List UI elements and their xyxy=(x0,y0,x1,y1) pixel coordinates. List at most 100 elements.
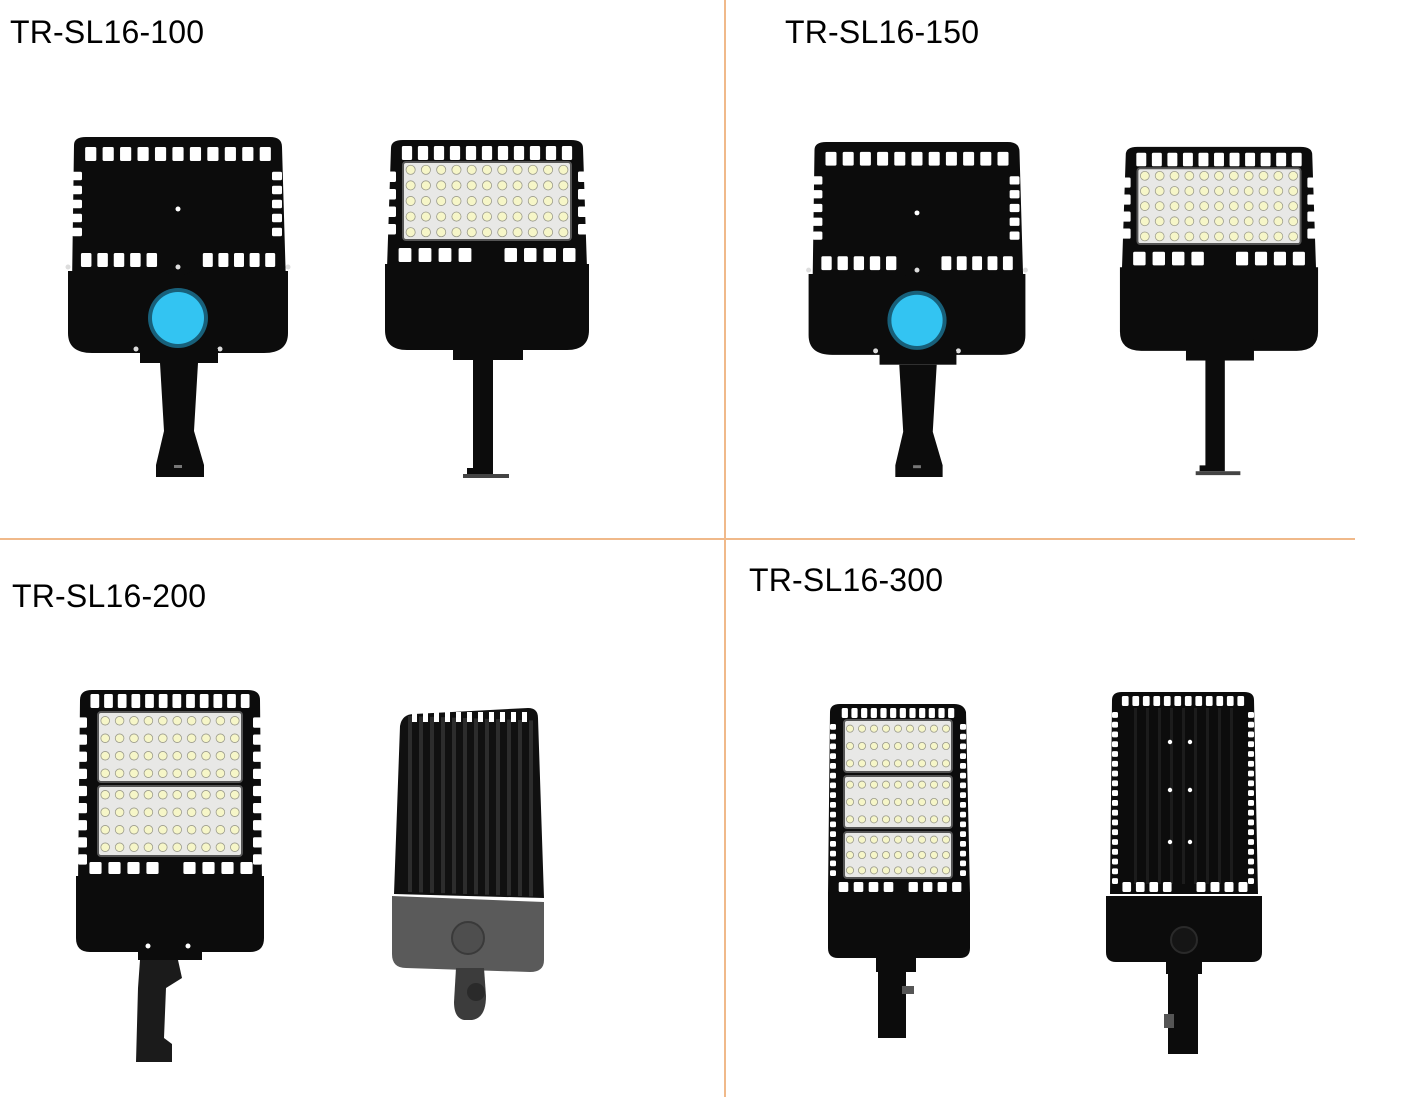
vent-slot xyxy=(1009,190,1020,199)
vent-slot xyxy=(1112,799,1118,806)
led-chip xyxy=(882,798,891,807)
vent-slot xyxy=(842,151,854,166)
vent-slot xyxy=(563,248,576,262)
led-chip xyxy=(1273,216,1284,227)
screw-dot xyxy=(65,264,71,270)
led-chip xyxy=(1273,186,1284,196)
vent-slot xyxy=(1273,251,1286,266)
led-chip xyxy=(858,742,867,751)
led-chip xyxy=(143,807,154,817)
led-chip xyxy=(186,825,197,835)
vent-slot xyxy=(1167,152,1178,167)
led-chip xyxy=(482,180,492,191)
vent-slot xyxy=(908,882,918,892)
vent-slot xyxy=(960,811,966,818)
vent-slot xyxy=(213,694,223,708)
vent-slot xyxy=(1198,152,1209,167)
led-chip xyxy=(172,733,182,743)
vent-slot xyxy=(120,147,132,161)
led-chip xyxy=(512,196,523,206)
led-chip xyxy=(1273,201,1284,211)
led-chip xyxy=(420,164,431,175)
led-chip xyxy=(230,733,240,743)
pole-arm xyxy=(156,363,204,477)
screw-dot xyxy=(145,943,151,949)
led-chip xyxy=(158,716,168,726)
arm-base xyxy=(463,474,509,478)
vent-slot xyxy=(272,213,282,223)
led-chip xyxy=(882,866,891,875)
pole-arm xyxy=(895,364,943,478)
vent-slot xyxy=(72,227,82,237)
vent-slot xyxy=(578,189,587,200)
vent-slot xyxy=(543,248,556,262)
vent-slot xyxy=(830,772,836,779)
vent-slot xyxy=(1226,696,1234,706)
led-module xyxy=(97,711,243,783)
vent-slot xyxy=(1135,882,1145,892)
vent-slot xyxy=(529,146,541,160)
model-label-tr-sl16-100: TR-SL16-100 xyxy=(10,14,205,50)
vent-slot xyxy=(821,256,832,271)
led-chip xyxy=(1288,201,1298,211)
led-chip xyxy=(882,724,891,733)
led-chip xyxy=(172,716,182,726)
vent-slot xyxy=(272,227,282,237)
vent-slot xyxy=(928,708,935,718)
vent-slot xyxy=(497,146,509,160)
led-chip xyxy=(512,180,523,191)
led-chip xyxy=(466,180,477,191)
vent-slot xyxy=(137,147,149,161)
vent-slot xyxy=(830,792,836,799)
led-chip xyxy=(930,835,939,844)
led-chip xyxy=(858,724,867,733)
led-chip xyxy=(230,807,240,817)
led-chip xyxy=(436,211,447,222)
led-chip xyxy=(1214,231,1224,242)
led-chip xyxy=(858,798,867,807)
led-chip xyxy=(1214,186,1224,196)
vent-slot xyxy=(960,840,966,847)
vent-slot xyxy=(909,708,916,718)
led-chip xyxy=(1258,186,1269,196)
lamp-back-view-heatsink xyxy=(1106,692,1262,1054)
vent-slot xyxy=(960,860,966,867)
led-chip xyxy=(158,807,168,817)
led-chip xyxy=(894,759,903,768)
vent-slot xyxy=(1149,882,1159,892)
led-chip xyxy=(1228,186,1239,196)
led-chip xyxy=(143,768,154,778)
vent-slot xyxy=(960,733,966,740)
led-chip xyxy=(466,211,477,222)
led-chip xyxy=(482,196,492,206)
led-chip xyxy=(482,227,492,238)
led-chip xyxy=(845,798,854,807)
led-chip xyxy=(918,835,927,844)
led-chip xyxy=(858,759,867,768)
heatsink-fin xyxy=(1134,708,1137,884)
vent-slot xyxy=(1112,809,1118,816)
vent-slot xyxy=(578,171,587,182)
vent-slot xyxy=(202,253,213,267)
vent-slot xyxy=(859,151,871,166)
vent-slot xyxy=(960,801,966,808)
led-chip xyxy=(1243,170,1254,181)
vent-slot xyxy=(1112,858,1118,865)
vent-slot xyxy=(883,882,894,892)
vent-slot xyxy=(265,253,276,267)
led-chip xyxy=(894,798,903,807)
vent-slot xyxy=(937,882,947,892)
heatsink-fin xyxy=(463,718,467,894)
vent-slot xyxy=(830,733,836,740)
screw-dot xyxy=(1187,739,1193,745)
vent-slot xyxy=(960,743,966,750)
vent-slot xyxy=(117,694,127,708)
vent-slot xyxy=(240,862,253,874)
led-chip xyxy=(451,180,462,191)
led-chip xyxy=(882,815,891,824)
led-chip xyxy=(906,742,915,751)
led-chip xyxy=(114,733,125,743)
vent-slot xyxy=(253,802,262,814)
vent-slot xyxy=(812,203,823,213)
vent-slot xyxy=(972,256,983,271)
